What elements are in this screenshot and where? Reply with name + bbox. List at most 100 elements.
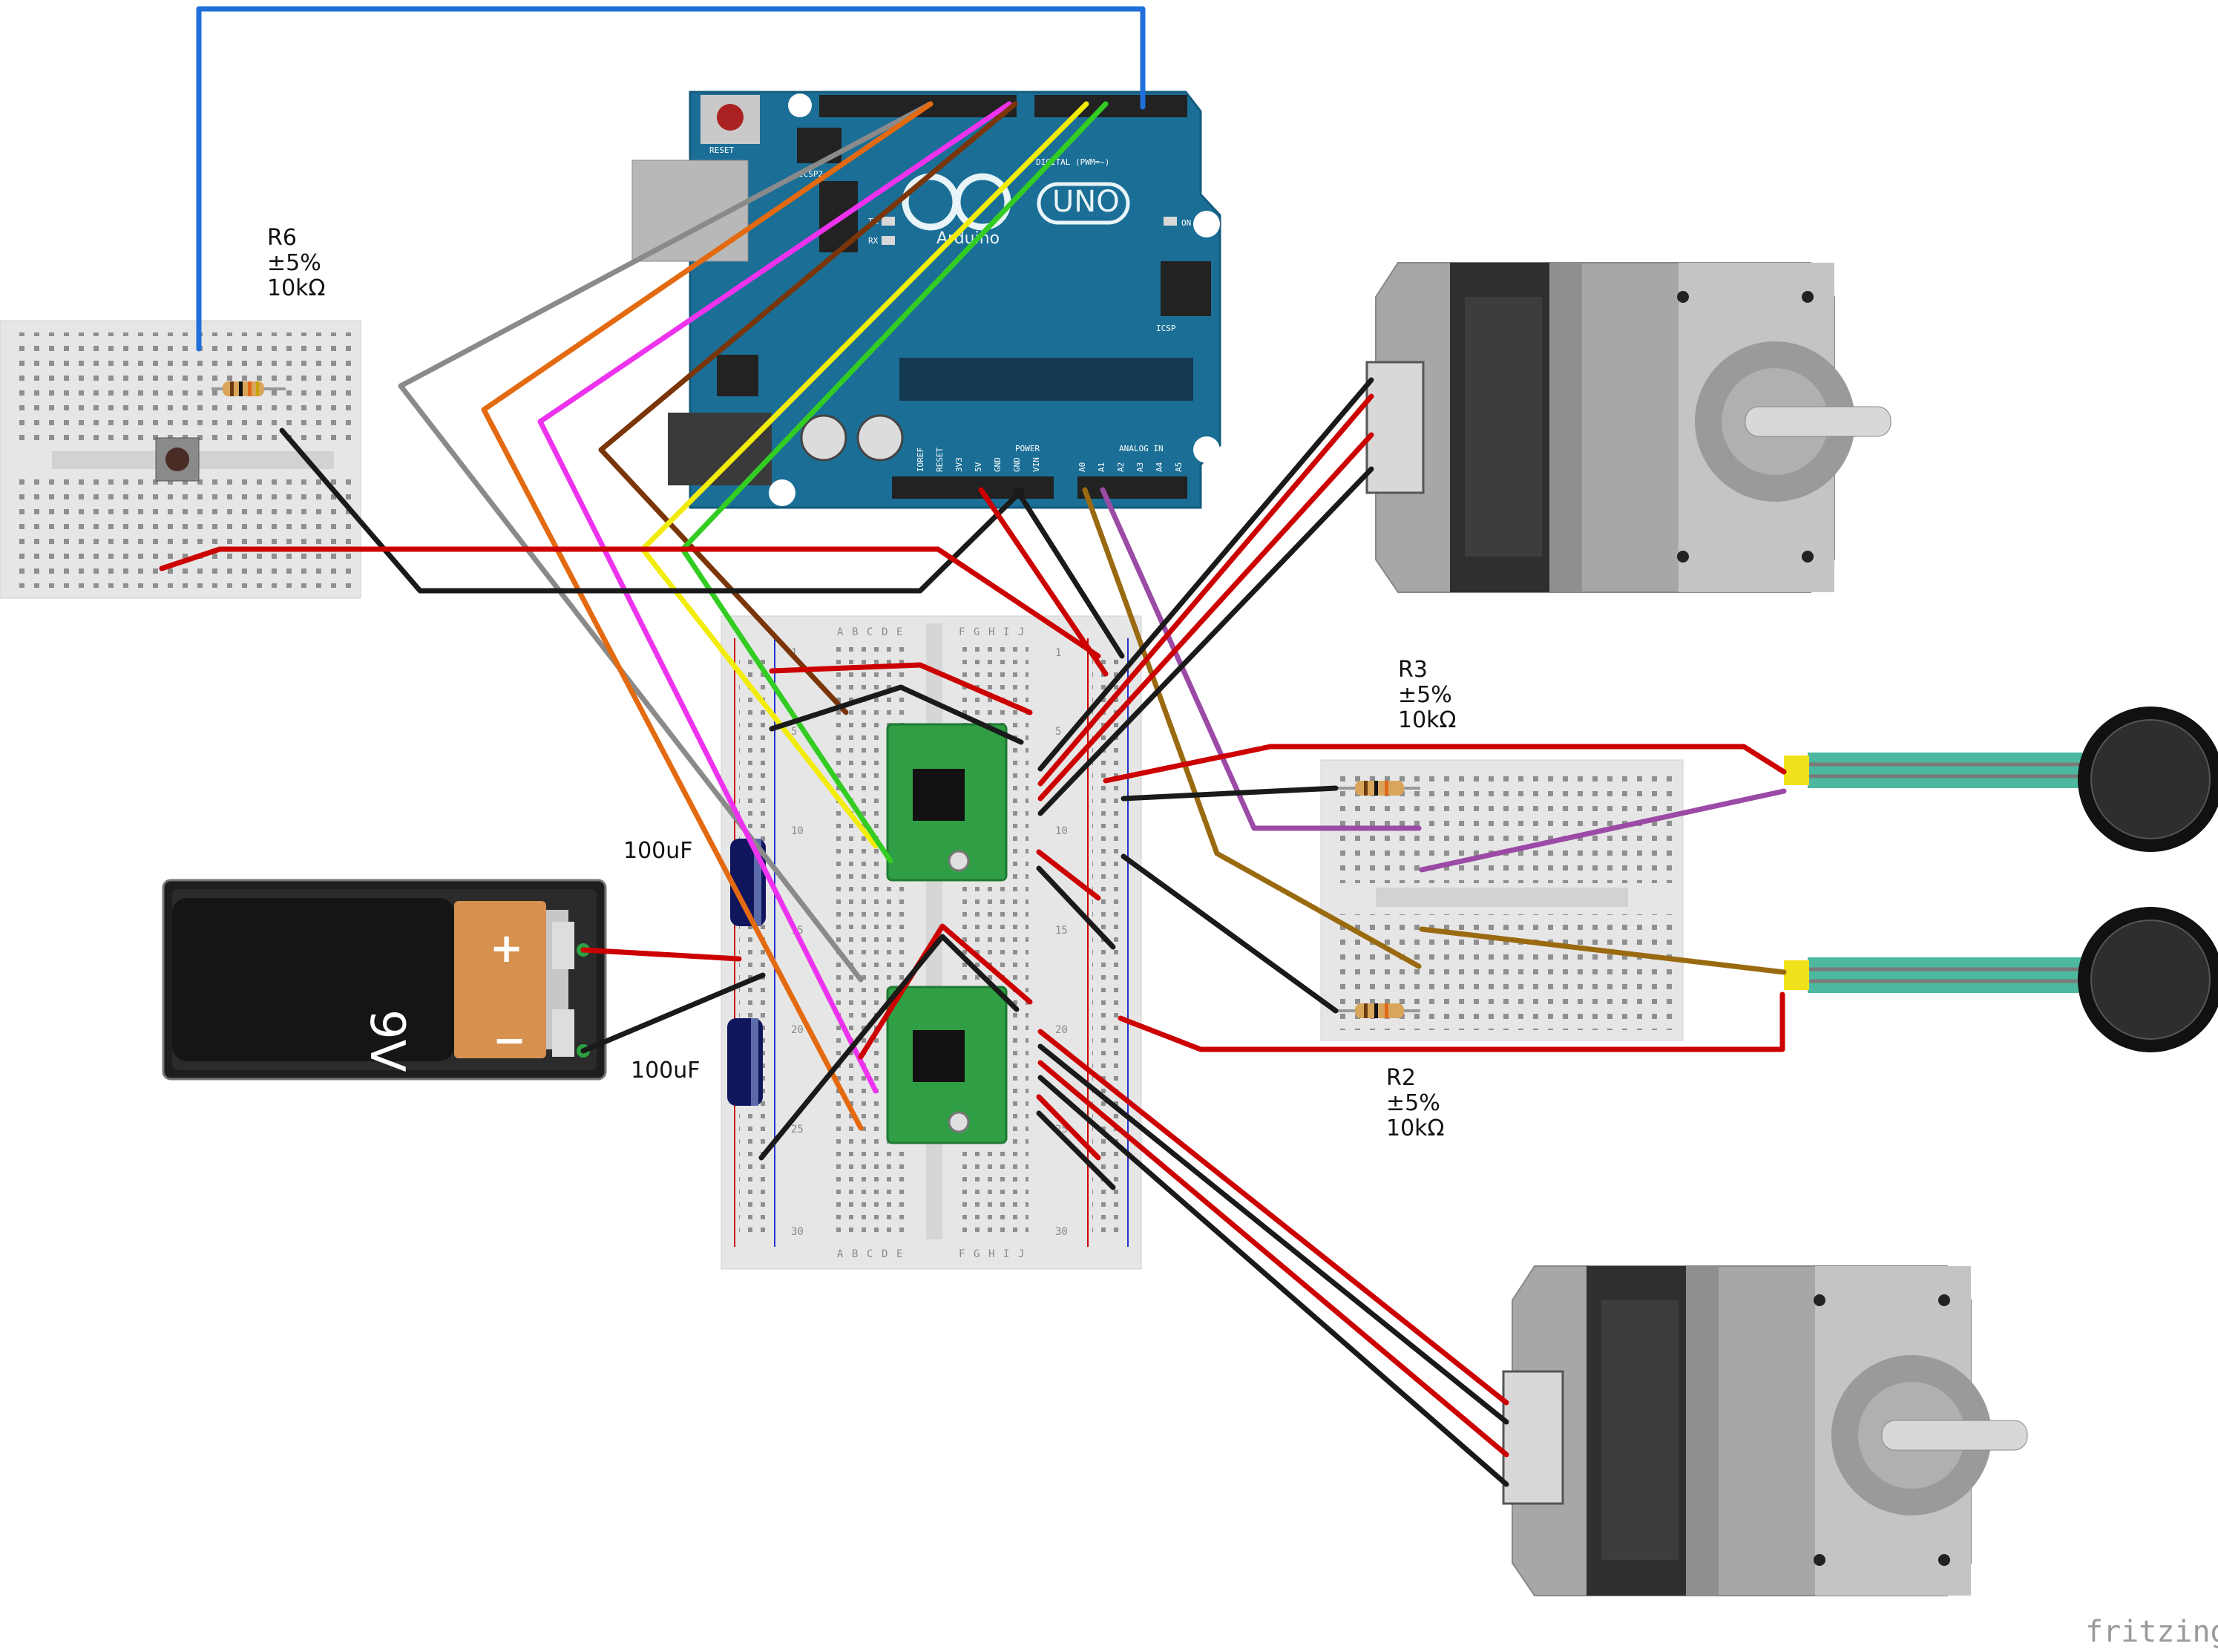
force-sensor-top xyxy=(1784,707,2218,852)
capacitor-top xyxy=(730,839,766,926)
on-label: ON xyxy=(1181,218,1191,228)
svg-text:C: C xyxy=(867,626,873,638)
r3-name: R3 xyxy=(1398,657,1428,683)
svg-text:5: 5 xyxy=(1055,726,1061,738)
wire-motor2-2 xyxy=(1037,1043,1509,1425)
wire-black-top-driver xyxy=(769,684,1024,745)
breadboard-column-letters: A B C D E F G H I J A B C D E F G H I J xyxy=(837,626,1024,1260)
wire-motor1-2 xyxy=(1037,393,1374,787)
reset-label: RESET xyxy=(709,145,734,155)
pin-gnd-1: GND xyxy=(993,457,1003,472)
arduino-uno-board xyxy=(631,91,1221,509)
breadboard-small-right xyxy=(1320,759,1684,1041)
rx-label: RX xyxy=(868,236,879,246)
uno-label: UNO xyxy=(1052,185,1120,219)
battery-plus: + xyxy=(490,925,523,971)
r2-name: R2 xyxy=(1386,1065,1416,1091)
wire-black-r2 xyxy=(1121,853,1339,1014)
cap-bottom-label: 100uF xyxy=(631,1058,700,1084)
battery-9v xyxy=(162,879,607,1081)
r3-value: 10kΩ xyxy=(1398,707,1456,733)
wire-olive-sensor xyxy=(1419,926,1787,975)
svg-text:10: 10 xyxy=(1055,825,1068,837)
svg-text:F: F xyxy=(959,1248,965,1260)
wire-black-button xyxy=(279,427,1026,594)
breadboard-row-numbers: 1 5 10 15 20 25 30 1 5 10 15 20 25 30 xyxy=(791,647,1068,1238)
wire-red-x2 xyxy=(858,923,1033,1060)
svg-text:10: 10 xyxy=(791,825,804,837)
push-button[interactable] xyxy=(155,437,200,482)
svg-text:I: I xyxy=(1003,1248,1009,1260)
svg-text:30: 30 xyxy=(791,1226,804,1238)
battery-minus: − xyxy=(493,1017,526,1063)
wire-olive-a0 xyxy=(1082,487,1422,969)
svg-text:H: H xyxy=(988,626,994,638)
wire-red-r3 xyxy=(1103,744,1787,784)
wire-black-battery xyxy=(580,972,766,1054)
svg-text:F: F xyxy=(959,626,965,638)
pin-a2: A2 xyxy=(1116,462,1126,472)
wire-black-r3 xyxy=(1121,785,1339,802)
wire-motor1-3 xyxy=(1037,432,1374,802)
wire-gray xyxy=(398,101,934,983)
wire-purple-a1 xyxy=(1100,487,1422,831)
stepper-driver-1 xyxy=(886,723,1008,882)
svg-text:D: D xyxy=(882,1248,887,1260)
wire-blue xyxy=(196,6,1146,352)
wire-motor1-1 xyxy=(1037,377,1374,772)
wire-orange xyxy=(481,101,934,1131)
svg-text:G: G xyxy=(974,626,980,638)
stepper-motor-top xyxy=(1365,262,1891,593)
svg-text:20: 20 xyxy=(1055,1024,1068,1036)
svg-text:E: E xyxy=(896,626,902,638)
breadboard-small-left xyxy=(0,320,361,599)
r6-name: R6 xyxy=(267,225,297,251)
fritzing-watermark: fritzing xyxy=(2085,1615,2218,1649)
pin-5v: 5V xyxy=(974,462,983,472)
capacitor-bottom xyxy=(727,1018,763,1106)
wire-motor2-1 xyxy=(1037,1029,1509,1406)
svg-text:B: B xyxy=(852,626,858,638)
wire-black-gnd xyxy=(1014,487,1125,659)
svg-text:30: 30 xyxy=(1055,1226,1068,1238)
reset-button[interactable] xyxy=(700,95,760,144)
svg-text:J: J xyxy=(1018,1248,1024,1260)
wire-motor2-3 xyxy=(1037,1060,1509,1458)
wire-red-button xyxy=(159,546,1101,659)
wire-red-5v xyxy=(978,487,1109,677)
pin-3v3: 3V3 xyxy=(954,457,964,472)
svg-text:I: I xyxy=(1003,626,1009,638)
svg-text:15: 15 xyxy=(1055,925,1068,937)
r2-value: 10kΩ xyxy=(1386,1115,1444,1141)
svg-text:5: 5 xyxy=(791,726,797,738)
r2-tolerance: ±5% xyxy=(1386,1090,1440,1116)
r6-tolerance: ±5% xyxy=(267,250,321,276)
svg-text:H: H xyxy=(988,1248,994,1260)
pin-a5: A5 xyxy=(1174,462,1184,472)
svg-text:J: J xyxy=(1018,626,1024,638)
wire-purple-sensor xyxy=(1419,788,1787,873)
svg-text:G: G xyxy=(974,1248,980,1260)
pin-reset: RESET xyxy=(935,448,945,472)
wire-black-x2 xyxy=(758,934,1020,1161)
stepper-motor-bottom xyxy=(1502,1265,2028,1596)
wire-magenta xyxy=(537,101,1012,1094)
pin-a0: A0 xyxy=(1077,462,1087,472)
icsp-label: ICSP xyxy=(1156,324,1176,333)
battery-voltage: 9V xyxy=(359,1009,414,1072)
wire-red-x1 xyxy=(1036,849,1101,901)
resistor-r3 xyxy=(1336,781,1420,796)
wire-brown xyxy=(598,101,1018,715)
power-label: POWER xyxy=(1015,444,1040,453)
svg-text:25: 25 xyxy=(791,1124,804,1135)
svg-text:B: B xyxy=(852,1248,858,1260)
wire-motor1-4 xyxy=(1037,466,1374,816)
resistor-r6 xyxy=(211,381,286,396)
wire-red-top-driver xyxy=(769,662,1033,715)
pin-a1: A1 xyxy=(1097,462,1106,472)
power-pin-labels: IOREF RESET 3V3 5V GND GND VIN xyxy=(916,448,1041,472)
svg-text:D: D xyxy=(882,626,887,638)
resistor-r2 xyxy=(1336,1003,1420,1018)
pin-a4: A4 xyxy=(1155,462,1164,472)
